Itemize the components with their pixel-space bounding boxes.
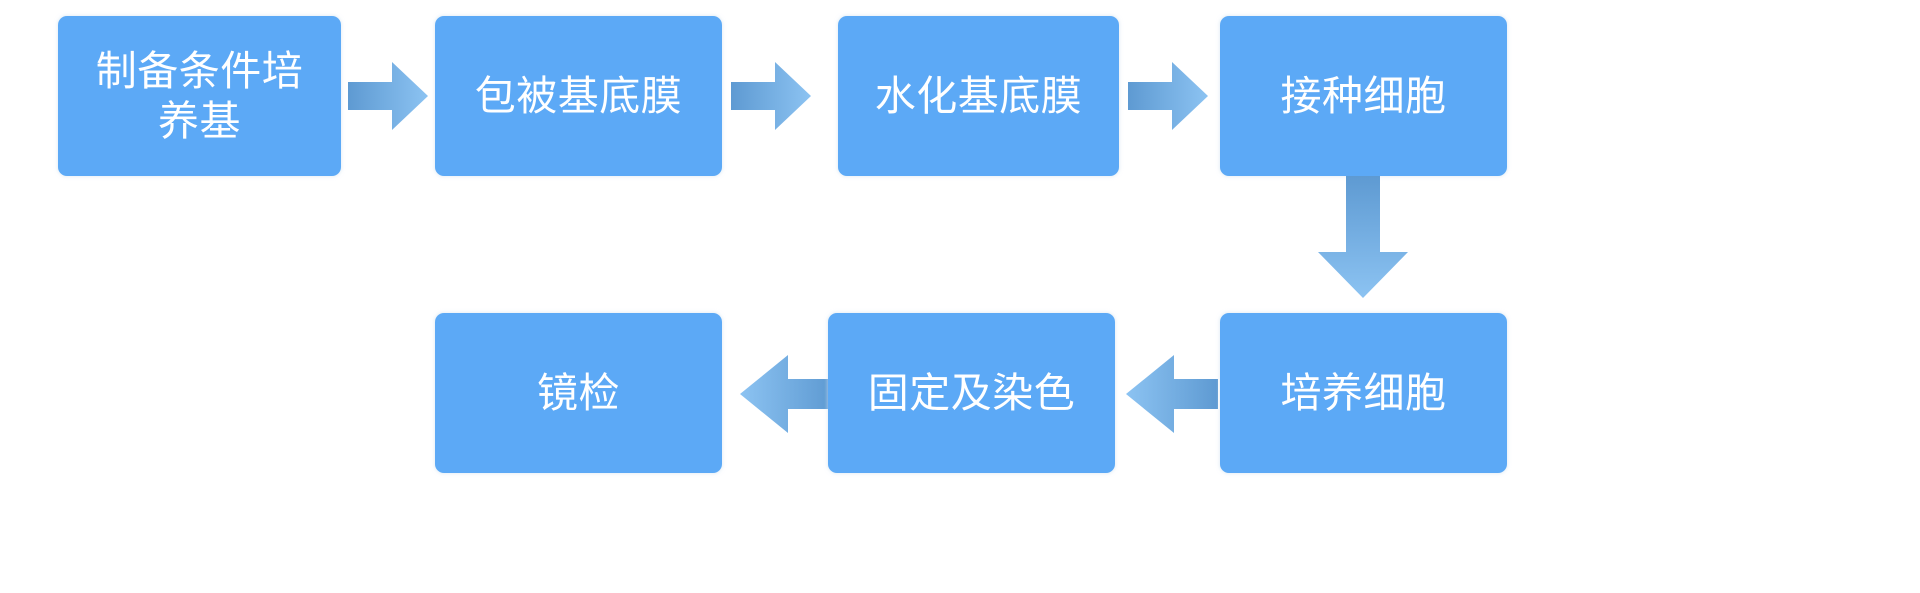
flow-node-fix-and-stain[interactable]: 固定及染色 [828,313,1115,473]
arrow-down-icon-1 [1318,176,1408,298]
arrow-right-icon-1 [348,62,428,130]
flow-node-prepare-conditioned-medium[interactable]: 制备条件培 养基 [58,16,341,176]
flow-node-seed-cells[interactable]: 接种细胞 [1220,16,1507,176]
arrow-right-icon-2 [731,62,811,130]
flow-node-hydrate-basement-membrane[interactable]: 水化基底膜 [838,16,1119,176]
flow-node-label: 包被基底膜 [474,72,683,119]
arrow-left-icon-2 [1126,355,1218,433]
flow-node-label: 固定及染色 [867,369,1076,416]
arrow-left-icon-1 [740,355,832,433]
flow-node-label: 水化基底膜 [874,72,1083,119]
flow-node-culture-cells[interactable]: 培养细胞 [1220,313,1507,473]
flow-node-microscopic-examination[interactable]: 镜检 [435,313,722,473]
arrow-right-icon-3 [1128,62,1208,130]
flow-node-label: 接种细胞 [1280,72,1447,119]
flow-node-coat-basement-membrane[interactable]: 包被基底膜 [435,16,722,176]
flow-node-label: 镜检 [537,369,620,416]
flow-node-label: 制备条件培 养基 [95,47,304,144]
flow-node-label: 培养细胞 [1280,369,1447,416]
